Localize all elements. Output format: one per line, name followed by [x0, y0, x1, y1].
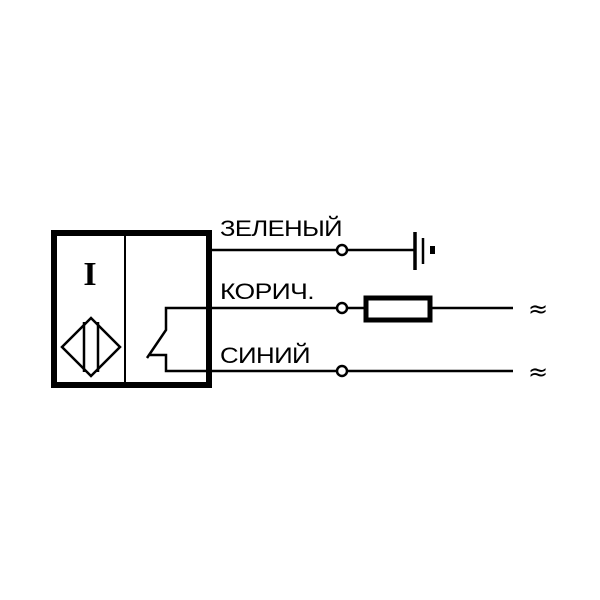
inductive-sensor-icon: [60, 316, 122, 378]
wire-blue: [209, 364, 513, 378]
switch-contact-icon: [145, 306, 209, 373]
wire-brown: [209, 295, 513, 323]
ground-icon: [413, 232, 435, 270]
sensor-type-symbol: I: [83, 256, 96, 293]
ac-terminal-brown: ≈: [528, 295, 548, 323]
wire-label-blue: СИНИЙ: [220, 343, 310, 368]
resistor-icon: [363, 295, 433, 323]
wire-label-brown: КОРИЧ.: [220, 279, 314, 304]
ac-terminal-blue: ≈: [528, 358, 548, 386]
wire-label-green: ЗЕЛЕНЫЙ: [220, 216, 342, 241]
wire-green: [209, 243, 415, 257]
